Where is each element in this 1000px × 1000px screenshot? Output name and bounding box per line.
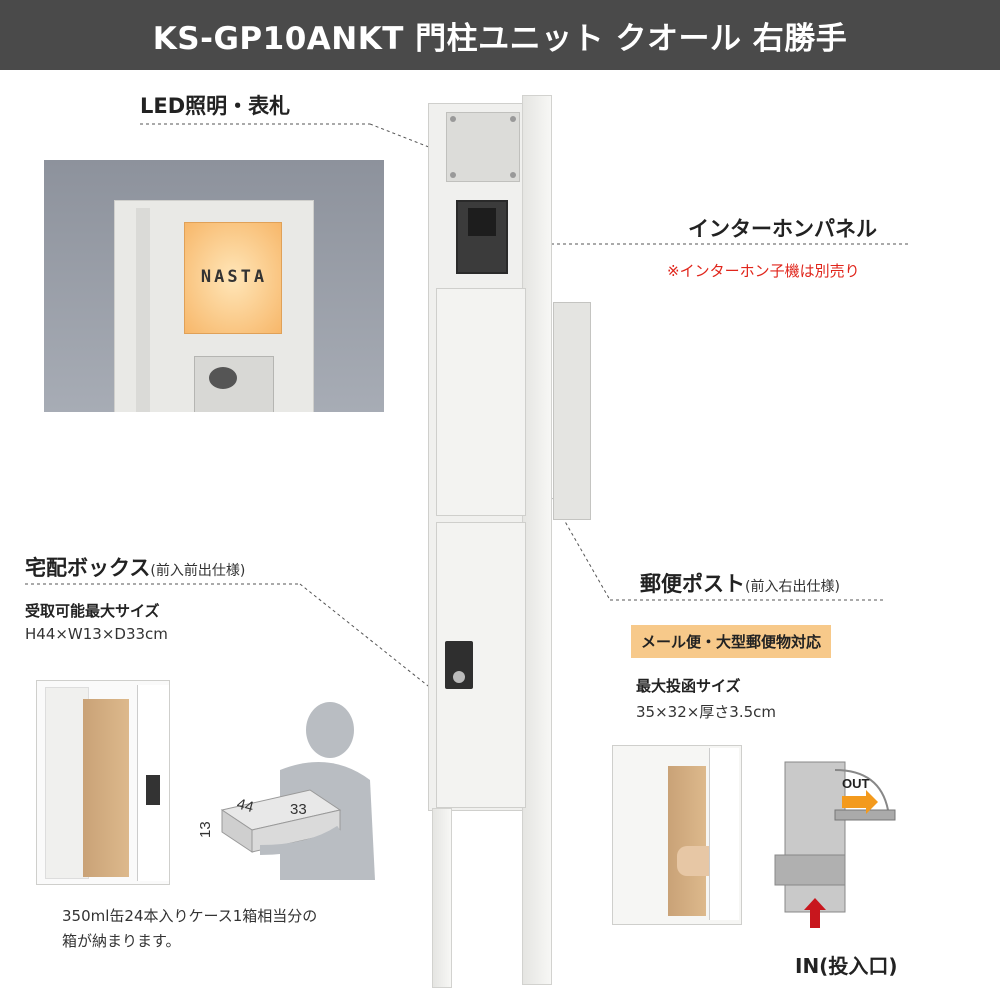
pillar-intercom-panel bbox=[456, 200, 508, 274]
mailpost-title: 郵便ポスト bbox=[640, 572, 745, 596]
dim-height-label: 13 bbox=[197, 821, 214, 838]
pillar-post-left bbox=[432, 808, 452, 988]
person-head bbox=[306, 702, 354, 758]
diagram-post-body bbox=[784, 761, 846, 913]
intercom-note: ※インターホン子機は別売り bbox=[667, 262, 860, 280]
pillar-nameplate bbox=[446, 112, 520, 182]
deliverybox-size-value: H44×W13×D33cm bbox=[25, 625, 168, 643]
mailpost-open-door bbox=[709, 748, 739, 920]
mailpost-badge: メール便・大型郵便物対応 bbox=[631, 625, 832, 658]
dim-width-label: 44 bbox=[235, 795, 256, 816]
person-holding-box-illustration: 44 33 13 bbox=[197, 702, 375, 880]
pillar-mailpost-door bbox=[436, 288, 526, 516]
mailpost-heading: 郵便ポスト(前入右出仕様) bbox=[640, 568, 840, 598]
page-title: KS-GP10ANKT 門柱ユニット クオール 右勝手 bbox=[152, 20, 848, 57]
deliverybox-open-photo bbox=[36, 680, 170, 885]
open-door bbox=[137, 685, 169, 881]
dim-depth-label: 33 bbox=[290, 801, 307, 818]
closeup-intercom-panel bbox=[194, 356, 274, 412]
deliverybox-size-label: 受取可能最大サイズ bbox=[25, 602, 160, 620]
deliverybox-lock bbox=[445, 641, 473, 689]
person-arm bbox=[259, 825, 343, 855]
mailpost-side-box bbox=[553, 302, 591, 520]
deliverybox-heading: 宅配ボックス(前入前出仕様) bbox=[25, 552, 245, 582]
diagram-door-arc bbox=[834, 769, 889, 811]
key-icon bbox=[453, 671, 465, 683]
deliverybox-caption-line2: 箱が納まります。 bbox=[62, 932, 181, 950]
deliverybox-title-sub: (前入前出仕様) bbox=[150, 563, 246, 579]
mailpost-flow-diagram: OUT bbox=[774, 761, 896, 928]
pillar-deliverybox-door bbox=[436, 522, 526, 808]
nameplate-closeup-photo: NASTA bbox=[44, 160, 384, 412]
mailpost-size-label: 最大投函サイズ bbox=[636, 677, 741, 695]
deliverybox-guide-diagonal bbox=[299, 583, 453, 706]
diagram-post-slot bbox=[774, 854, 846, 886]
mailpost-size-value: 35×32×厚さ3.5cm bbox=[636, 703, 777, 721]
camera-icon bbox=[209, 367, 237, 389]
intercom-camera-icon bbox=[468, 208, 496, 236]
led-guide-diagonal bbox=[369, 123, 463, 161]
in-arrow-icon bbox=[804, 898, 826, 928]
nameplate-text: NASTA bbox=[200, 267, 268, 287]
page-title-bar: KS-GP10ANKT 門柱ユニット クオール 右勝手 bbox=[0, 0, 1000, 70]
intercom-label: インターホンパネル bbox=[688, 217, 877, 241]
led-nameplate-label: LED照明・表札 bbox=[140, 94, 291, 118]
mail-envelope bbox=[668, 766, 706, 916]
cardboard-box bbox=[83, 699, 129, 877]
mailpost-title-sub: (前入右出仕様) bbox=[745, 579, 840, 595]
deliverybox-caption-line1: 350ml缶24本入りケース1箱相当分の bbox=[62, 907, 318, 925]
pillar-post-right bbox=[522, 95, 552, 985]
illuminated-nameplate: NASTA bbox=[184, 222, 282, 334]
diagram-output-tray bbox=[834, 809, 896, 821]
deliverybox-title: 宅配ボックス bbox=[25, 556, 151, 580]
out-arrow-icon bbox=[842, 790, 878, 814]
out-label: OUT bbox=[842, 776, 870, 791]
mailpost-open-photo bbox=[612, 745, 742, 925]
in-label: IN(投入口) bbox=[795, 954, 898, 978]
